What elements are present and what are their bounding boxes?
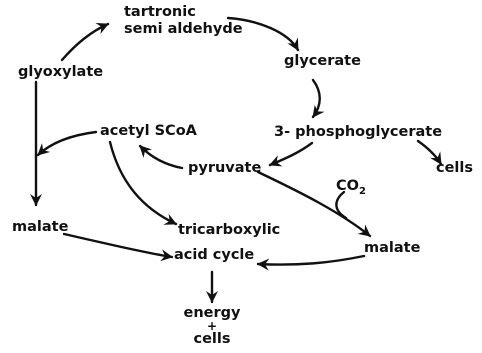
label-acetyl-scoa: acetyl SCoA xyxy=(100,123,197,139)
label-tartronic-semialdehyde: tartronic semi aldehyde xyxy=(124,4,243,38)
label-tricarboxylic: tricarboxylic xyxy=(178,222,281,238)
label-energy-cells: energy + cells xyxy=(178,305,246,348)
arrow-pyruvate-to-acetyl-scoa xyxy=(138,144,184,170)
label-glycerate: glycerate xyxy=(284,53,361,69)
label-plus: + xyxy=(206,319,218,333)
arrow-malate-left-to-acid-cycle xyxy=(62,232,174,262)
arrow-glycerate-to-phosphoglycerate xyxy=(311,78,325,119)
arrow-acetyl-scoa-to-tricarboxylic xyxy=(108,140,178,226)
arrow-pyruvate-to-malate-right xyxy=(256,170,372,238)
label-co2: CO2 xyxy=(336,178,366,197)
label-glyoxylate: glyoxylate xyxy=(18,64,104,80)
label-malate-left: malate xyxy=(12,219,69,235)
arrow-phosphoglycerate-to-cells xyxy=(416,139,443,166)
label-cells-right: cells xyxy=(436,160,474,176)
label-cells-bottom: cells xyxy=(193,331,231,347)
arrow-tartronic-to-glycerate xyxy=(226,16,300,52)
label-tartronic-line2: semi aldehyde xyxy=(124,21,243,37)
label-co2-main: CO xyxy=(336,178,359,194)
arrow-acetyl-scoa-loop xyxy=(36,130,98,157)
label-malate-right: malate xyxy=(364,240,421,256)
label-tartronic-line1: tartronic xyxy=(124,4,196,20)
label-co2-subscript: 2 xyxy=(358,186,366,197)
arrow-glyoxylate-to-tartronic xyxy=(60,22,110,62)
arrow-malate-right-to-acid-cycle xyxy=(256,254,366,271)
arrow-phosphoglycerate-to-pyruvate xyxy=(268,141,314,167)
label-3-phosphoglycerate: 3- phosphoglycerate xyxy=(274,124,443,140)
arrow-co2-incorporation xyxy=(335,190,348,220)
label-energy: energy xyxy=(183,305,241,321)
label-acid-cycle: acid cycle xyxy=(174,247,255,263)
label-pyruvate: pyruvate xyxy=(188,160,262,176)
